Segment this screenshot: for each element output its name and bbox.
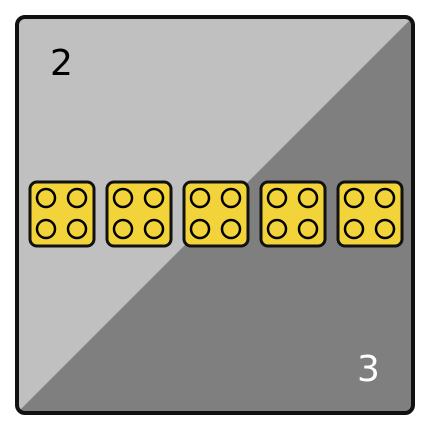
pip-ring: [266, 218, 288, 240]
top-left-count: 2: [50, 43, 73, 84]
tile-face: [105, 180, 173, 248]
tile-2[interactable]: [105, 180, 173, 248]
bottom-right-count: 3: [357, 349, 380, 390]
tile-face: [28, 180, 96, 248]
pip-ring: [112, 187, 134, 209]
tile-face: [336, 180, 404, 248]
pip-ring: [66, 218, 88, 240]
tile-3[interactable]: [182, 180, 250, 248]
pip-ring: [189, 218, 211, 240]
pip-ring: [35, 218, 57, 240]
pip-ring: [220, 218, 242, 240]
pip-ring: [343, 218, 365, 240]
pip-ring: [112, 218, 134, 240]
tile-row: [28, 180, 404, 250]
tile-5-graphic: [336, 180, 404, 248]
pip-ring: [220, 187, 242, 209]
pip-ring: [297, 218, 319, 240]
pip-ring: [297, 187, 319, 209]
tile-2-graphic: [105, 180, 173, 248]
tile-face: [259, 180, 327, 248]
tile-1-graphic: [28, 180, 96, 248]
tile-1[interactable]: [28, 180, 96, 248]
pip-ring: [374, 187, 396, 209]
pip-ring: [266, 187, 288, 209]
board-frame: [15, 15, 415, 415]
pip-ring: [374, 218, 396, 240]
tile-face: [182, 180, 250, 248]
pip-ring: [143, 187, 165, 209]
tile-5[interactable]: [336, 180, 404, 248]
pip-ring: [143, 218, 165, 240]
pip-ring: [189, 187, 211, 209]
tile-4-graphic: [259, 180, 327, 248]
tile-4[interactable]: [259, 180, 327, 248]
pip-ring: [343, 187, 365, 209]
pip-ring: [66, 187, 88, 209]
tile-3-graphic: [182, 180, 250, 248]
pip-ring: [35, 187, 57, 209]
